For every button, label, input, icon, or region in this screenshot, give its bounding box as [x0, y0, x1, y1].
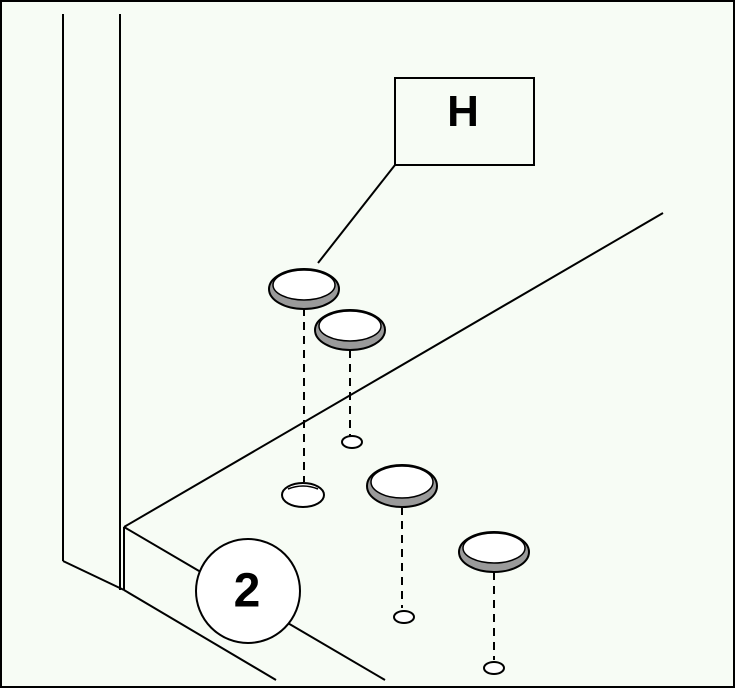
callout-letter: H: [447, 87, 479, 136]
mounting-hole-icon: [393, 610, 415, 624]
mounting-hole-icon: [483, 661, 505, 675]
step-number-circle: [195, 538, 301, 644]
rubber-pad-icon: [268, 268, 340, 310]
side-panel-bottom-edge: [62, 560, 125, 591]
mounting-hole-icon: [341, 435, 363, 449]
rubber-pad-icon: [314, 309, 386, 351]
board-bottom-front-edge: [123, 589, 277, 681]
callout-leader-line: [317, 164, 396, 264]
mounting-hole-icon: [281, 482, 325, 508]
rubber-pad-icon: [458, 531, 530, 573]
callout-box: [394, 77, 535, 166]
rubber-pad-icon: [366, 464, 438, 508]
step-number: 2: [234, 565, 261, 618]
board-back-edge: [123, 212, 664, 528]
